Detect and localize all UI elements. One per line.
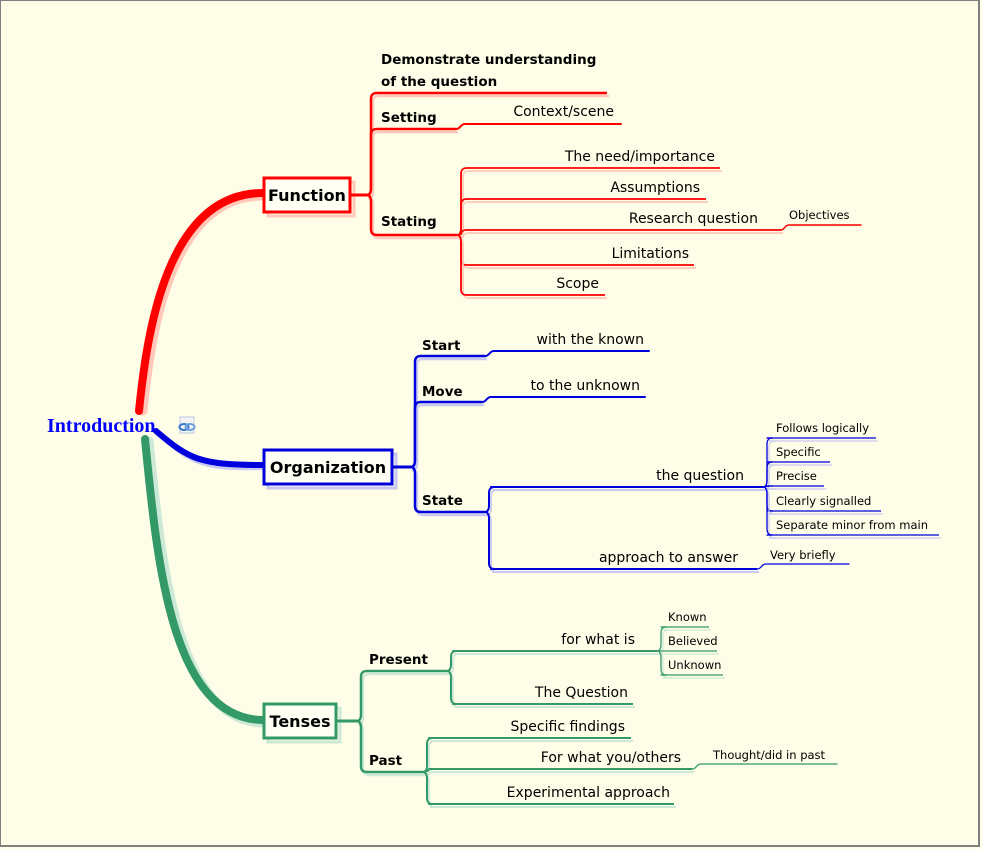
topic-organization[interactable]: Organization	[262, 448, 398, 490]
stating-to-leaf-2-shadow	[458, 232, 470, 239]
leaf-stating-3: Limitations	[612, 246, 689, 262]
subtopic-state: State	[422, 493, 463, 509]
state-to-approach	[484, 511, 496, 570]
subtopic-demonstrate-line2: of the question	[381, 74, 497, 90]
root-to-tenses-connector	[141, 435, 267, 724]
subtopic-start: Start	[422, 338, 461, 354]
function-to-stating	[365, 193, 381, 237]
leaf-past-2: Experimental approach	[507, 785, 670, 801]
leaf-thought-did: Thought/did in past	[712, 748, 826, 762]
leaf-stating-1: Assumptions	[610, 180, 700, 196]
leaf-the-question-tense: The Question	[534, 685, 628, 701]
leaf-whatis-0: Known	[668, 610, 707, 624]
leaf-the-question: the question	[656, 468, 744, 484]
root-topic: Introduction	[47, 415, 156, 437]
leaf-objectives: Objectives	[789, 208, 850, 222]
organization-to-move	[409, 400, 423, 469]
subtopic-present: Present	[369, 652, 429, 668]
subtopic-demonstrate-line1: Demonstrate understanding	[381, 52, 596, 68]
start-to-known	[484, 350, 650, 357]
leaf-stating-0: The need/importance	[564, 149, 715, 165]
leaf-question-4: Separate minor from main	[776, 518, 928, 532]
tenses-to-present-shadow	[357, 672, 371, 726]
setting-to-context	[455, 123, 622, 130]
leaf-past-0: Specific findings	[511, 719, 625, 735]
leaf-with-the-known: with the known	[537, 332, 644, 348]
leaf-whatis-2: Unknown	[668, 658, 721, 672]
subtopic-past: Past	[369, 753, 403, 769]
function-to-setting-shadow	[367, 130, 383, 200]
leaf-whatis-1: Believed	[668, 634, 718, 648]
leaf-stating-2: Research question	[629, 211, 758, 227]
topic-tenses[interactable]: Tenses	[262, 702, 342, 744]
subtopic-stating: Stating	[381, 214, 437, 230]
leaf-context-scene: Context/scene	[513, 104, 614, 120]
link-icon[interactable]	[178, 416, 196, 434]
foryou-to-thought	[691, 763, 838, 770]
leaf-approach-to-answer: approach to answer	[599, 550, 738, 566]
topic-function-label: Function	[268, 186, 346, 205]
leaf-question-3: Clearly signalled	[776, 494, 871, 508]
leaf-past-1: For what you/others	[541, 750, 681, 766]
move-to-unknown	[481, 396, 646, 403]
tenses-to-present	[355, 669, 369, 723]
root-to-function-connector	[135, 189, 267, 415]
stating-to-leaf-4	[456, 234, 468, 296]
research-to-objectives	[780, 224, 862, 231]
topic-organization-label: Organization	[270, 458, 386, 477]
topic-function[interactable]: Function	[262, 176, 356, 218]
leaf-question-2: Precise	[776, 469, 817, 483]
tenses-to-past	[355, 719, 369, 774]
topic-tenses-label: Tenses	[270, 712, 331, 731]
leaf-very-briefly: Very briefly	[770, 548, 836, 562]
function-to-setting	[365, 127, 381, 197]
organization-to-move-shadow	[411, 403, 425, 472]
organization-to-state	[409, 465, 423, 514]
subtopic-move: Move	[422, 384, 463, 400]
root-to-organization-connector	[153, 428, 266, 468]
subtopic-setting: Setting	[381, 110, 437, 126]
stating-to-leaf-2	[456, 229, 468, 236]
leaf-question-1: Specific	[776, 445, 821, 459]
leaf-to-the-unknown: to the unknown	[530, 378, 640, 394]
approach-to-briefly	[756, 563, 850, 570]
leaf-question-0: Follows logically	[776, 421, 869, 435]
leaf-stating-4: Scope	[556, 276, 599, 292]
leaf-for-what-is: for what is	[561, 632, 635, 648]
